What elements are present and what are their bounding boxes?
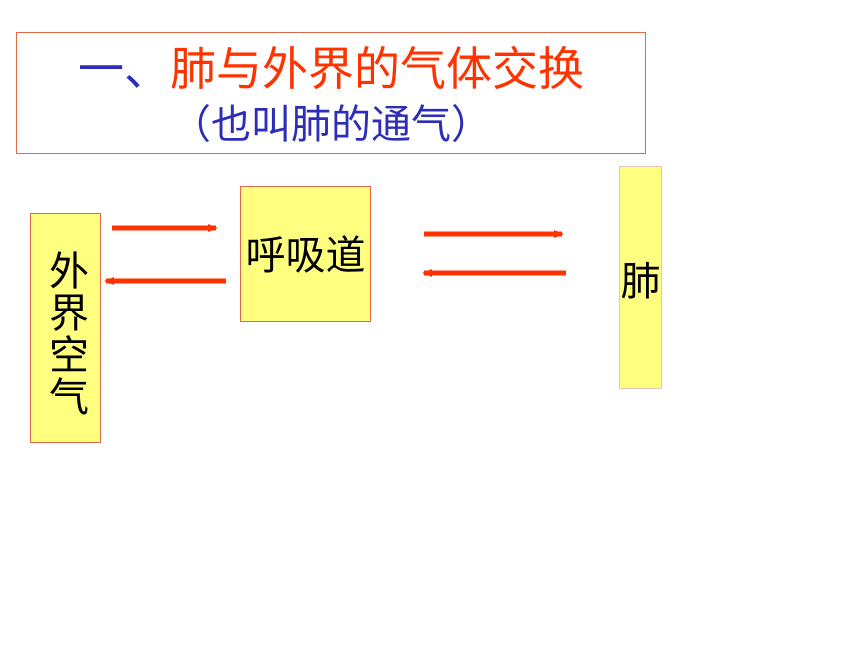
title-main: 肺与外界的气体交换 bbox=[170, 42, 584, 96]
outside-air-box: 外界空气 bbox=[30, 213, 101, 443]
title-prefix: 一、 bbox=[78, 42, 170, 96]
lung-label: 肺 bbox=[620, 259, 661, 305]
subtitle: （也叫肺的通气） bbox=[171, 102, 491, 148]
lung-box: 肺 bbox=[619, 166, 662, 389]
title-box: 一、肺与外界的气体交换 （也叫肺的通气） bbox=[16, 32, 646, 154]
airway-box: 呼吸道 bbox=[240, 186, 371, 322]
airway-label: 呼吸道 bbox=[245, 233, 366, 279]
title: 一、肺与外界的气体交换 bbox=[17, 39, 645, 99]
outside-air-label: 外界空气 bbox=[42, 250, 88, 418]
